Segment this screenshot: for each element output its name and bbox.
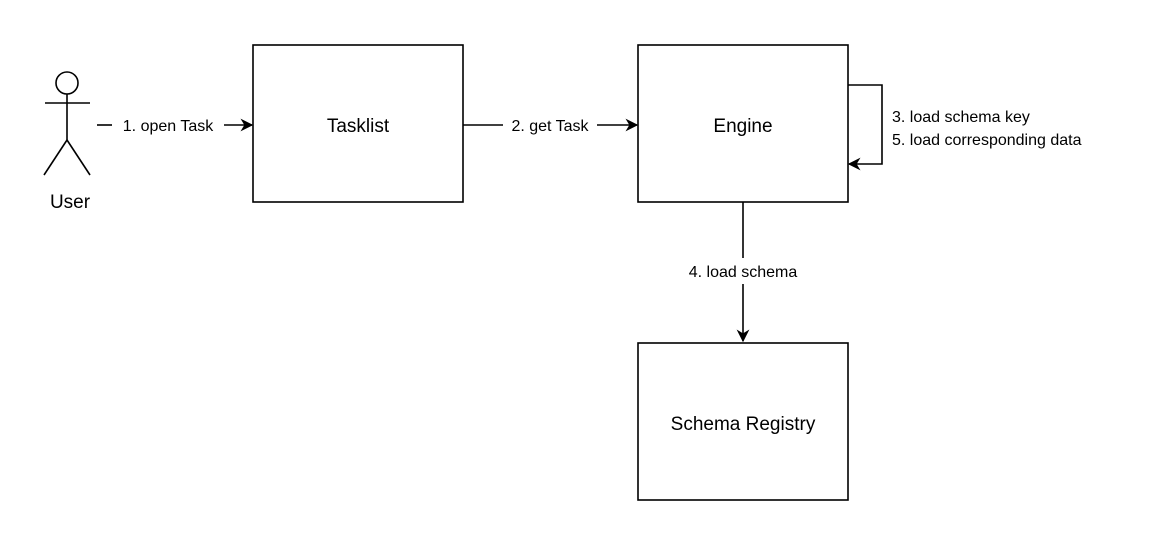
node-engine[interactable]: Engine xyxy=(637,44,849,203)
edge-get-task[interactable]: 2. get Task xyxy=(463,118,639,135)
node-engine-label: Engine xyxy=(713,116,772,137)
edge-self-loop-label-1: 3. load schema key xyxy=(892,109,1030,126)
edge-get-task-label: 2. get Task xyxy=(511,118,589,135)
node-engine-box xyxy=(637,44,849,203)
user-stick-figure-icon xyxy=(43,71,91,176)
edge-load-schema[interactable]: 4. load schema xyxy=(689,202,798,343)
node-schema-registry[interactable]: Schema Registry xyxy=(637,342,849,501)
node-tasklist-label: Tasklist xyxy=(327,116,390,137)
user-actor[interactable]: User xyxy=(43,71,91,213)
edge-engine-self-loop[interactable]: 3. load schema key 5. load corresponding… xyxy=(847,84,1082,171)
edge-open-task-label: 1. open Task xyxy=(123,118,214,135)
user-label: User xyxy=(50,192,91,213)
edge-self-loop-arrow xyxy=(847,84,883,171)
edge-load-schema-label: 4. load schema xyxy=(689,264,798,281)
edge-open-task[interactable]: 1. open Task xyxy=(97,118,254,135)
node-schema-registry-box xyxy=(637,342,849,501)
node-tasklist[interactable]: Tasklist xyxy=(252,44,464,203)
node-schema-registry-label: Schema Registry xyxy=(671,414,816,435)
node-tasklist-box xyxy=(252,44,464,203)
edge-self-loop-label-2: 5. load corresponding data xyxy=(892,132,1082,149)
